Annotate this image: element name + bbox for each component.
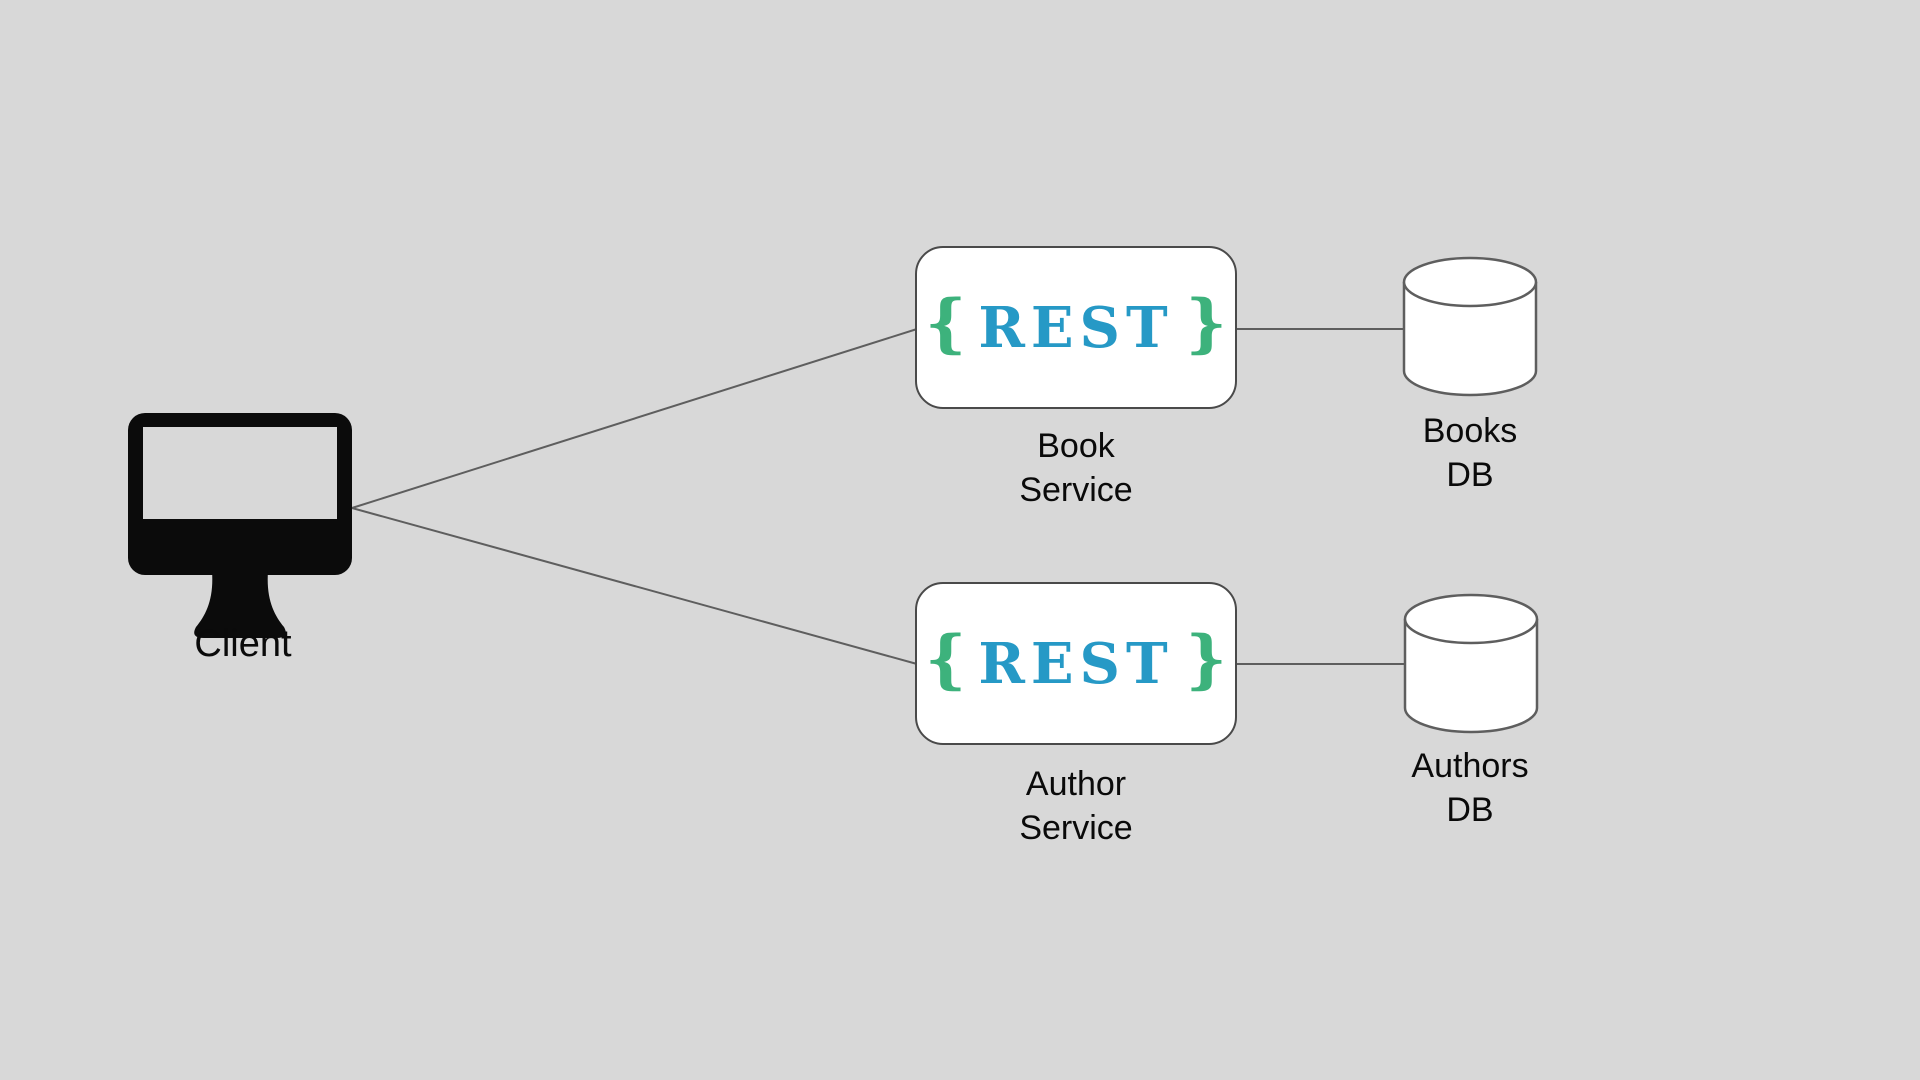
rest-logo-text: REST	[978, 630, 1174, 697]
desktop-monitor-icon	[128, 413, 352, 638]
author-service-label-line1: Author	[1025, 765, 1127, 803]
author-service-label: Author Service	[915, 762, 1237, 850]
rest-logo-text: REST	[978, 294, 1174, 361]
database-cylinder-icon	[1403, 593, 1539, 734]
open-brace-glyph: {	[925, 285, 967, 361]
close-brace-glyph: }	[1185, 285, 1227, 361]
open-brace-glyph: {	[925, 621, 967, 697]
close-brace-glyph: }	[1185, 621, 1227, 697]
authors-db-node	[1401, 592, 1541, 741]
edge-client-to-book-service	[351, 328, 918, 509]
books-db-label-line1: Books	[1422, 412, 1518, 450]
client-node	[128, 413, 352, 648]
books-db-node	[1400, 255, 1540, 404]
books-db-label: Books DB	[1370, 409, 1570, 497]
authors-db-label-line2: DB	[1446, 791, 1494, 829]
rest-logo: { REST }	[913, 627, 1239, 697]
book-service-label-line2: Service	[1019, 471, 1133, 509]
client-label: Client	[143, 620, 343, 668]
client-label-text: Client	[194, 623, 292, 665]
books-db-label-line2: DB	[1446, 456, 1494, 494]
edge-client-to-author-service	[351, 507, 918, 665]
book-service-label-line1: Book	[1037, 427, 1115, 465]
rest-logo: { REST }	[913, 291, 1239, 361]
book-service-node: { REST }	[915, 246, 1237, 409]
author-service-node: { REST }	[915, 582, 1237, 745]
database-cylinder-icon	[1402, 256, 1538, 397]
authors-db-label: Authors DB	[1370, 744, 1570, 832]
author-service-label-line2: Service	[1019, 809, 1133, 847]
book-service-label: Book Service	[915, 424, 1237, 512]
authors-db-label-line1: Authors	[1411, 747, 1529, 785]
